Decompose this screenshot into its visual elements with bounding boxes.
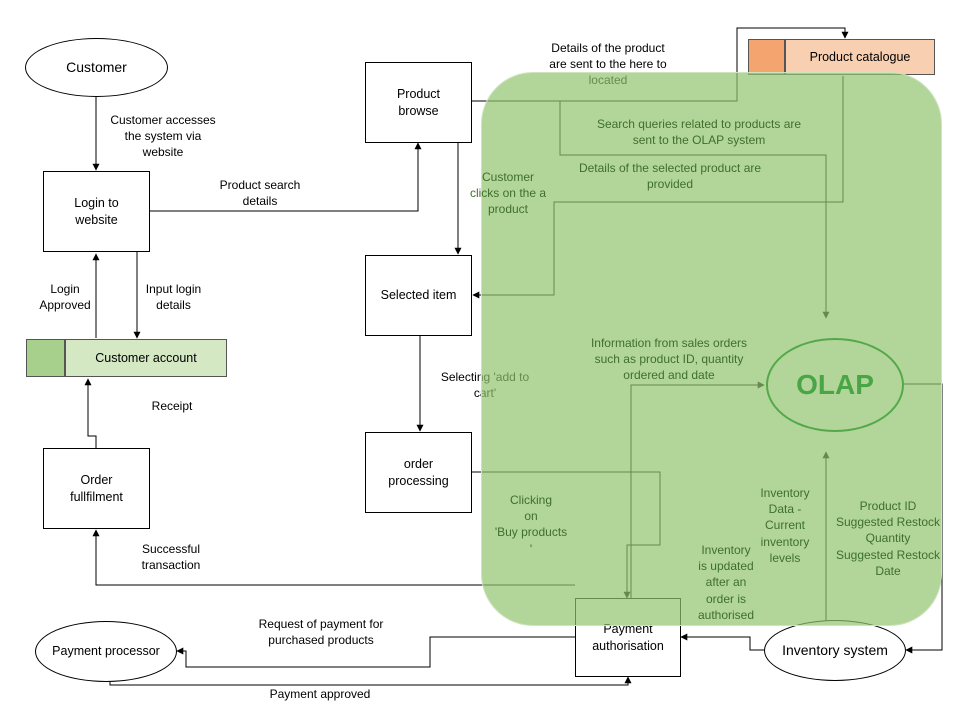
order-fulfilment-line-2: fullfilment xyxy=(70,489,123,504)
product-catalogue-store: Product catalogue xyxy=(785,39,935,75)
selected-item-label: Selected item xyxy=(380,288,457,303)
inventory-system-label: Inventory system xyxy=(782,642,888,659)
label-payment-approved: Payment approved xyxy=(269,687,371,701)
order-processing-line-1: order xyxy=(403,457,434,472)
product-browse-line-2: browse xyxy=(398,103,439,118)
customer-account-store: Customer account xyxy=(65,339,227,377)
customer-label: Customer xyxy=(66,59,127,76)
olap-label: OLAP xyxy=(796,369,874,400)
order-processing-line-2: processing xyxy=(388,473,449,488)
order-fulfilment-line-1: Order xyxy=(80,473,113,488)
product-catalogue-label: Product catalogue xyxy=(809,50,911,64)
payment-processor-entity: Payment processor xyxy=(35,621,177,682)
selected-item-process: Selected item xyxy=(365,255,472,336)
product-browse-line-1: Product xyxy=(396,87,441,102)
payment-processor-label: Payment processor xyxy=(52,644,160,659)
customer-account-label: Customer account xyxy=(95,351,197,365)
olap-system: OLAP xyxy=(766,338,904,432)
inventory-system-entity: Inventory system xyxy=(764,620,906,681)
login-line-2: website xyxy=(75,212,118,227)
customer-account-tab xyxy=(26,339,65,377)
login-line-1: Login to xyxy=(74,196,119,211)
payment-authorisation-line-2: authorisation xyxy=(592,638,664,653)
customer-entity: Customer xyxy=(25,38,168,97)
label-receipt: Receipt xyxy=(151,399,193,413)
product-catalogue-tab xyxy=(748,39,785,75)
